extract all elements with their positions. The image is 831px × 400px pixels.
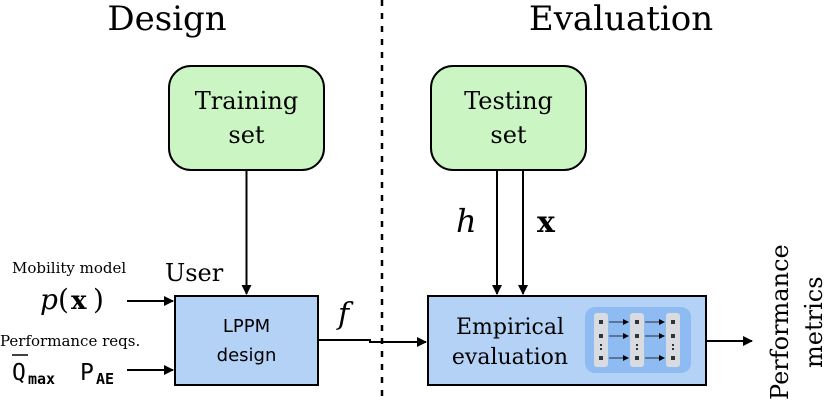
p-symbol: p — [40, 283, 58, 316]
paren-close: ) — [93, 283, 104, 316]
p-ae-subscript: AE — [96, 370, 114, 388]
training-set-box: Training set — [168, 65, 325, 171]
evaluation-header: Evaluation — [529, 0, 713, 39]
testing-set-label-line2: set — [490, 121, 527, 149]
empirical-evaluation-box: Empirical evaluation — [427, 295, 707, 386]
empirical-label-line2: evaluation — [452, 345, 568, 370]
training-set-label-line1: Training — [195, 87, 298, 115]
lppm-label-line1: LPPM — [223, 316, 270, 337]
metrics-line1: Performance — [766, 244, 794, 400]
design-header: Design — [107, 0, 226, 39]
mobility-model-label: Mobility model — [12, 259, 126, 277]
testing-set-box: Testing set — [430, 65, 587, 171]
performance-metrics-label: Performance metrics — [766, 244, 828, 400]
f-label: f — [336, 297, 354, 332]
lppm-label-line2: design — [217, 345, 277, 366]
q-symbol: Q — [12, 360, 26, 386]
p-ae-symbol: P — [80, 360, 94, 386]
q-max-subscript: max — [28, 370, 55, 388]
x-label: x — [537, 205, 556, 240]
performance-reqs-label: Performance reqs. — [0, 332, 140, 350]
x-vector-symbol: x — [71, 286, 87, 316]
paren-open: ( — [58, 283, 69, 316]
metrics-line2: metrics — [800, 276, 828, 368]
empirical-label-line1: Empirical — [456, 315, 564, 340]
lppm-to-evaluation-arrow — [318, 337, 427, 347]
pipeline-illustration-icon — [585, 307, 691, 373]
user-label: User — [165, 259, 224, 287]
testing-set-label-line1: Testing — [464, 87, 553, 115]
training-set-label-line2: set — [228, 121, 265, 149]
q-max-p-ae-formula: Q max P AE — [12, 354, 114, 388]
h-label: h — [456, 202, 477, 240]
p-of-x-formula: p ( x ) — [40, 283, 104, 316]
lppm-design-box: LPPM design — [174, 295, 319, 386]
